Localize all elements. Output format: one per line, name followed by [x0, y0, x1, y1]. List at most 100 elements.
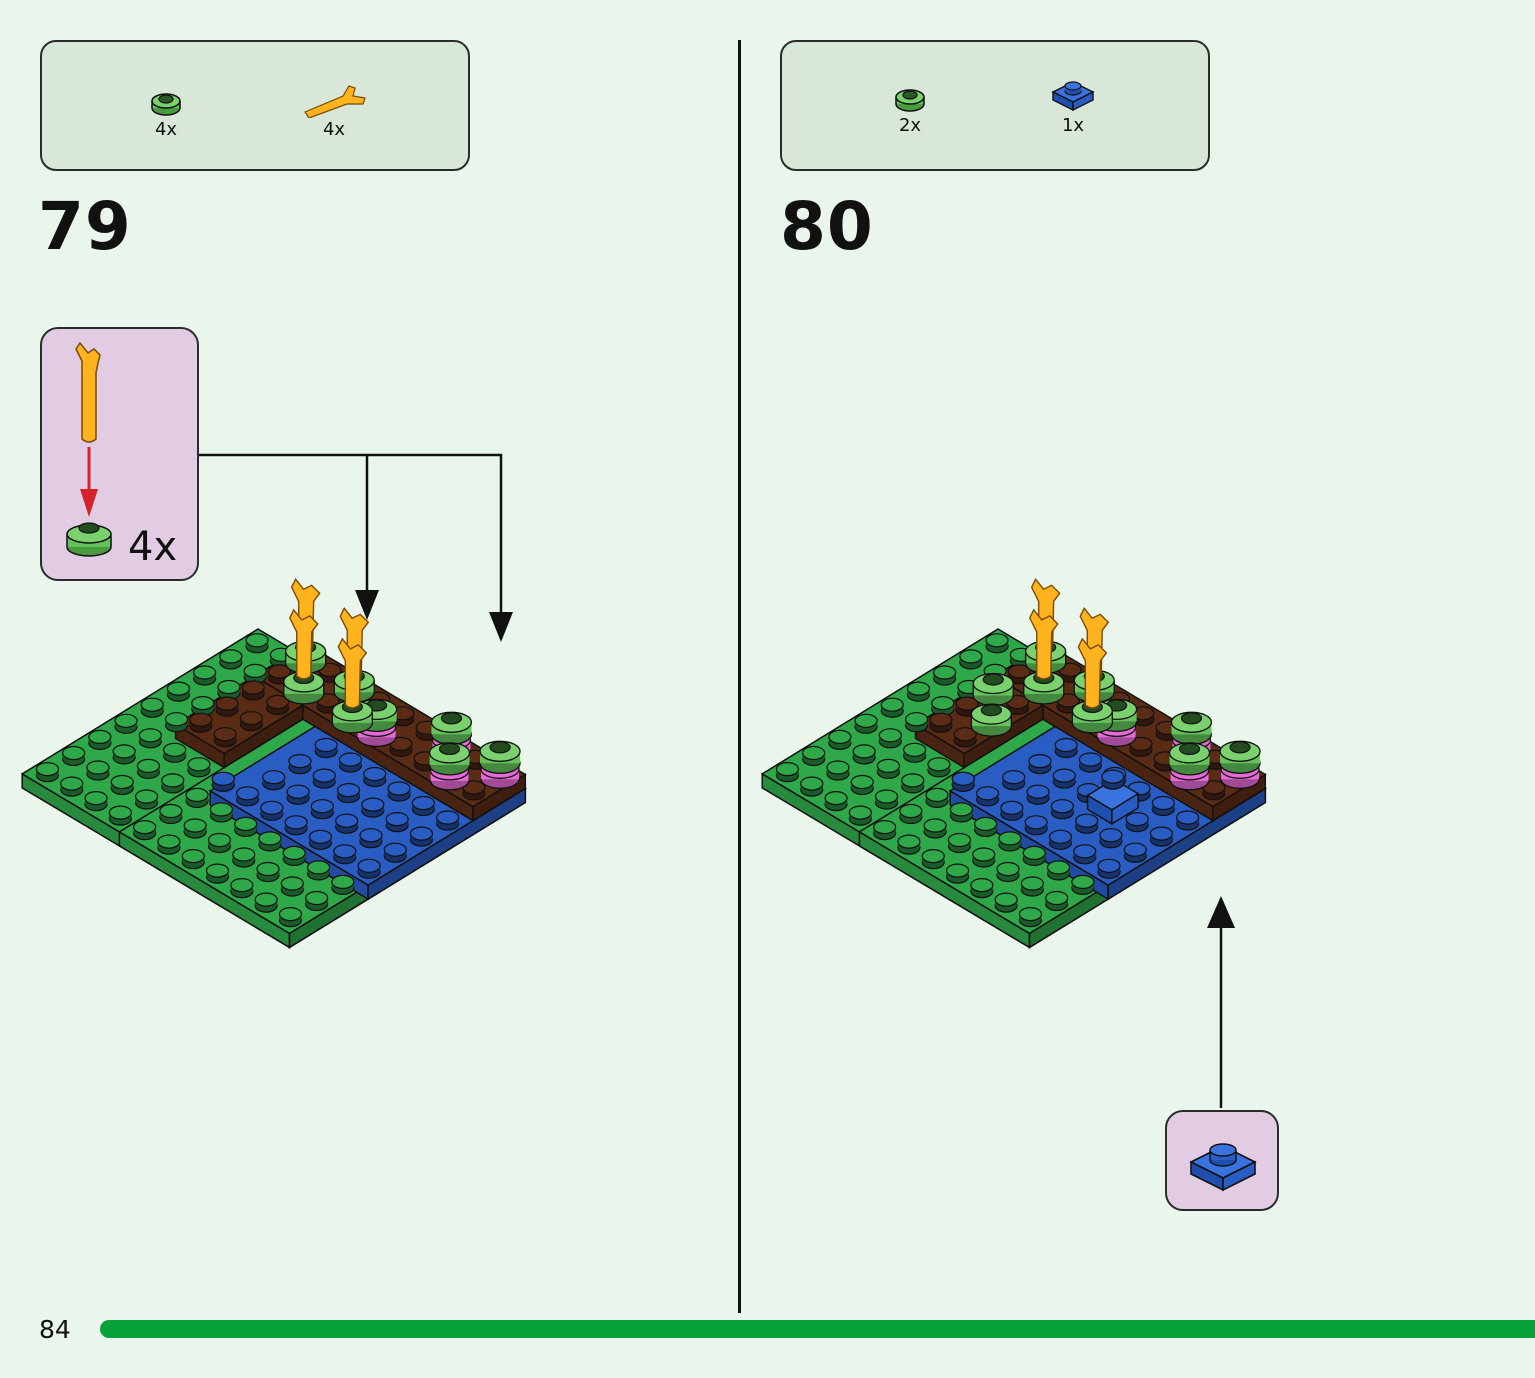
stud — [1028, 753, 1052, 775]
stud — [854, 713, 878, 734]
stud — [933, 665, 957, 686]
part-yellow-plant-stem: 4x — [298, 82, 370, 140]
stud — [1123, 842, 1147, 863]
stud — [800, 776, 824, 797]
stud — [333, 844, 357, 865]
stud — [1000, 800, 1024, 821]
stud — [161, 773, 185, 794]
stud — [286, 784, 310, 805]
stud — [904, 712, 929, 733]
stud — [310, 799, 334, 820]
yellow-plant-stem-icon — [304, 85, 366, 118]
stud — [35, 761, 60, 783]
connector-lines-step-79 — [199, 453, 503, 615]
stud — [1022, 845, 1046, 867]
stud — [338, 752, 363, 773]
stud — [921, 848, 945, 870]
part-blue-1x1-plate: 1x — [1048, 78, 1098, 136]
stud — [288, 753, 312, 775]
part-qty: 4x — [322, 119, 346, 140]
stud — [185, 787, 209, 809]
stud — [1020, 876, 1044, 897]
stud — [951, 771, 975, 792]
step-number-80: 80 — [780, 188, 874, 265]
placed-blue-plate — [1086, 769, 1140, 826]
stud — [133, 819, 157, 841]
stud — [998, 831, 1022, 852]
stud — [1078, 752, 1103, 773]
stud — [112, 744, 136, 765]
stud — [163, 742, 187, 763]
stud — [140, 697, 164, 718]
stud — [1046, 860, 1071, 881]
parts-list-step-80: 2x 1x — [780, 40, 1210, 171]
stud — [927, 757, 951, 778]
stud — [217, 679, 241, 701]
stud — [308, 829, 333, 850]
stud — [312, 768, 336, 789]
stud — [923, 818, 947, 839]
stud — [60, 776, 84, 797]
stud — [970, 877, 994, 899]
stud — [802, 745, 826, 767]
stud — [1073, 844, 1097, 865]
stud — [1018, 906, 1043, 928]
stud — [931, 695, 955, 717]
stud — [975, 786, 1000, 807]
stud — [215, 696, 239, 717]
stud — [974, 816, 998, 838]
stud — [775, 761, 800, 783]
stud — [953, 727, 977, 748]
sub-assembly-callout: 4x — [40, 327, 199, 581]
stud — [876, 758, 901, 780]
green-round-plate-icon — [151, 93, 181, 116]
stud — [335, 813, 359, 834]
part-qty: 2x — [898, 115, 922, 136]
stud — [878, 728, 902, 749]
stud — [1052, 768, 1076, 789]
stud — [1202, 780, 1226, 801]
stud — [336, 782, 361, 804]
stud — [284, 815, 308, 836]
stud — [389, 736, 413, 758]
stud — [1024, 815, 1048, 836]
stud — [86, 760, 110, 781]
stud — [1176, 810, 1200, 831]
stud — [314, 737, 338, 759]
round-plate — [283, 671, 325, 705]
stud — [1002, 770, 1026, 791]
stud — [985, 633, 1009, 654]
stud — [239, 710, 263, 732]
stud — [925, 787, 949, 809]
stud — [187, 757, 211, 778]
stud — [232, 847, 256, 868]
stud — [824, 790, 848, 812]
stud — [359, 828, 383, 849]
stud — [265, 694, 290, 716]
stud — [241, 680, 265, 701]
sub-assembly-diagram — [66, 341, 112, 557]
stud — [256, 861, 280, 883]
stud — [996, 861, 1020, 883]
stud — [254, 892, 278, 913]
stud — [235, 786, 260, 807]
stud — [262, 770, 286, 791]
stud — [331, 874, 355, 896]
stud — [138, 728, 162, 749]
stud — [994, 892, 1018, 913]
stud — [1101, 769, 1125, 790]
stud — [234, 816, 258, 838]
model-step-80 — [760, 578, 1267, 949]
round-plate — [972, 672, 1014, 707]
part-green-round-plate: 4x — [148, 88, 184, 140]
round-plate — [331, 700, 374, 734]
stud — [278, 906, 303, 928]
yellow-plant-stem-icon — [75, 341, 101, 443]
stud — [1149, 826, 1174, 847]
stud — [189, 712, 213, 733]
stud — [193, 665, 217, 686]
stud — [1050, 799, 1074, 820]
stud — [166, 681, 191, 702]
stud — [164, 712, 189, 733]
stud — [211, 771, 235, 792]
